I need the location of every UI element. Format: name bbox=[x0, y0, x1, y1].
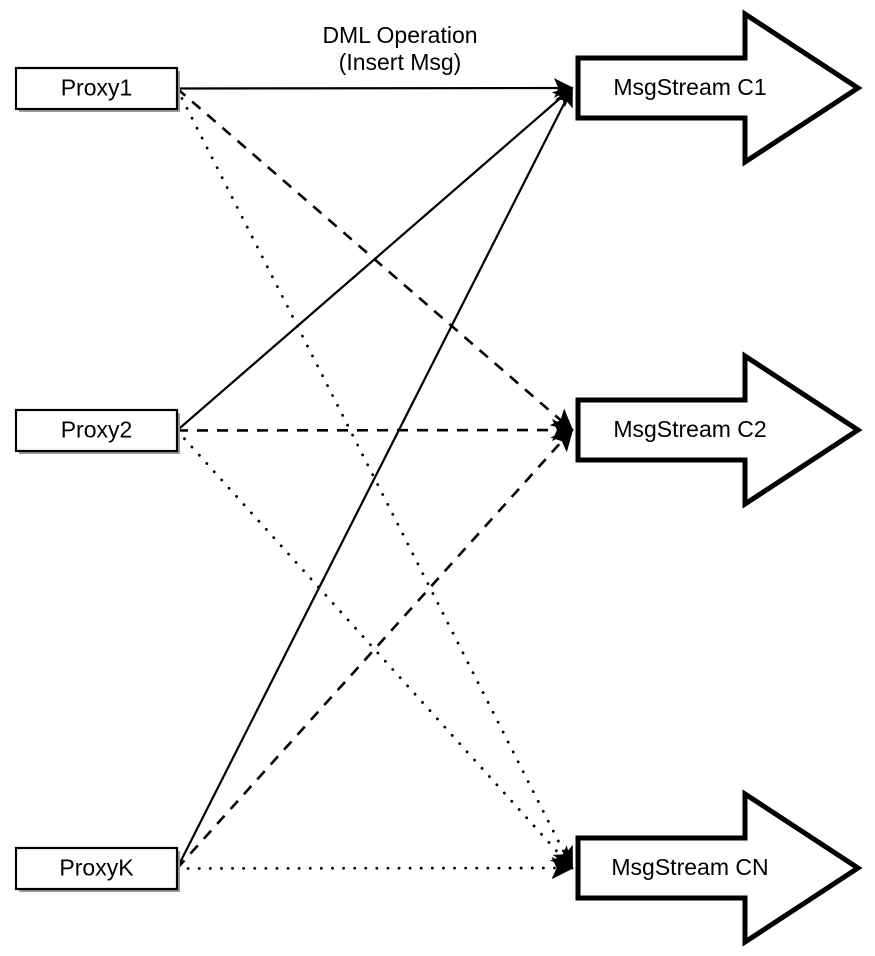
stream-node-cn[interactable]: MsgStream CN bbox=[575, 789, 863, 947]
dml-operation-label-line1: DML Operation bbox=[322, 22, 477, 48]
edge-proxy1-to-stream-cn bbox=[175, 87, 574, 870]
edge-proxyk-to-stream-c1 bbox=[176, 86, 573, 869]
streams-layer: MsgStream C1 MsgStream C2 MsgStream CN bbox=[575, 9, 863, 947]
edge-proxy2-to-stream-c1 bbox=[176, 86, 574, 432]
edge-proxyk-to-stream-cn bbox=[175, 856, 574, 880]
proxy2-label: Proxy2 bbox=[61, 417, 133, 443]
stream-node-c1[interactable]: MsgStream C1 bbox=[575, 9, 863, 167]
proxyk-label: ProxyK bbox=[59, 855, 134, 881]
msgstream-c1-label: MsgStream C1 bbox=[613, 74, 766, 100]
msgstream-c2-block-arrow-icon[interactable] bbox=[575, 351, 863, 509]
proxy1-label: Proxy1 bbox=[61, 75, 133, 101]
dml-operation-label: DML Operation (Insert Msg) bbox=[322, 22, 477, 75]
edge-proxy2-to-stream-c2 bbox=[176, 418, 575, 442]
proxy-node-proxyk[interactable]: ProxyK bbox=[14, 846, 180, 892]
edges-layer bbox=[175, 78, 575, 880]
proxy2-box[interactable] bbox=[14, 408, 179, 453]
proxy-node-proxy1[interactable]: Proxy1 bbox=[14, 66, 180, 112]
msgstream-c1-block-arrow-icon[interactable] bbox=[575, 9, 863, 167]
proxy1-box[interactable] bbox=[14, 66, 179, 111]
proxyk-box[interactable] bbox=[14, 846, 179, 891]
msgstream-c2-label: MsgStream C2 bbox=[613, 416, 766, 442]
proxy-node-proxy2[interactable]: Proxy2 bbox=[14, 408, 180, 454]
msgstream-cn-label: MsgStream CN bbox=[611, 854, 768, 880]
edge-proxy1-to-stream-c1 bbox=[176, 78, 574, 98]
proxies-layer: Proxy1 Proxy2 ProxyK bbox=[14, 66, 180, 892]
stream-node-c2[interactable]: MsgStream C2 bbox=[575, 351, 863, 509]
msgstream-cn-block-arrow-icon[interactable] bbox=[575, 789, 863, 947]
dml-operation-label-line2: (Insert Msg) bbox=[339, 49, 462, 75]
